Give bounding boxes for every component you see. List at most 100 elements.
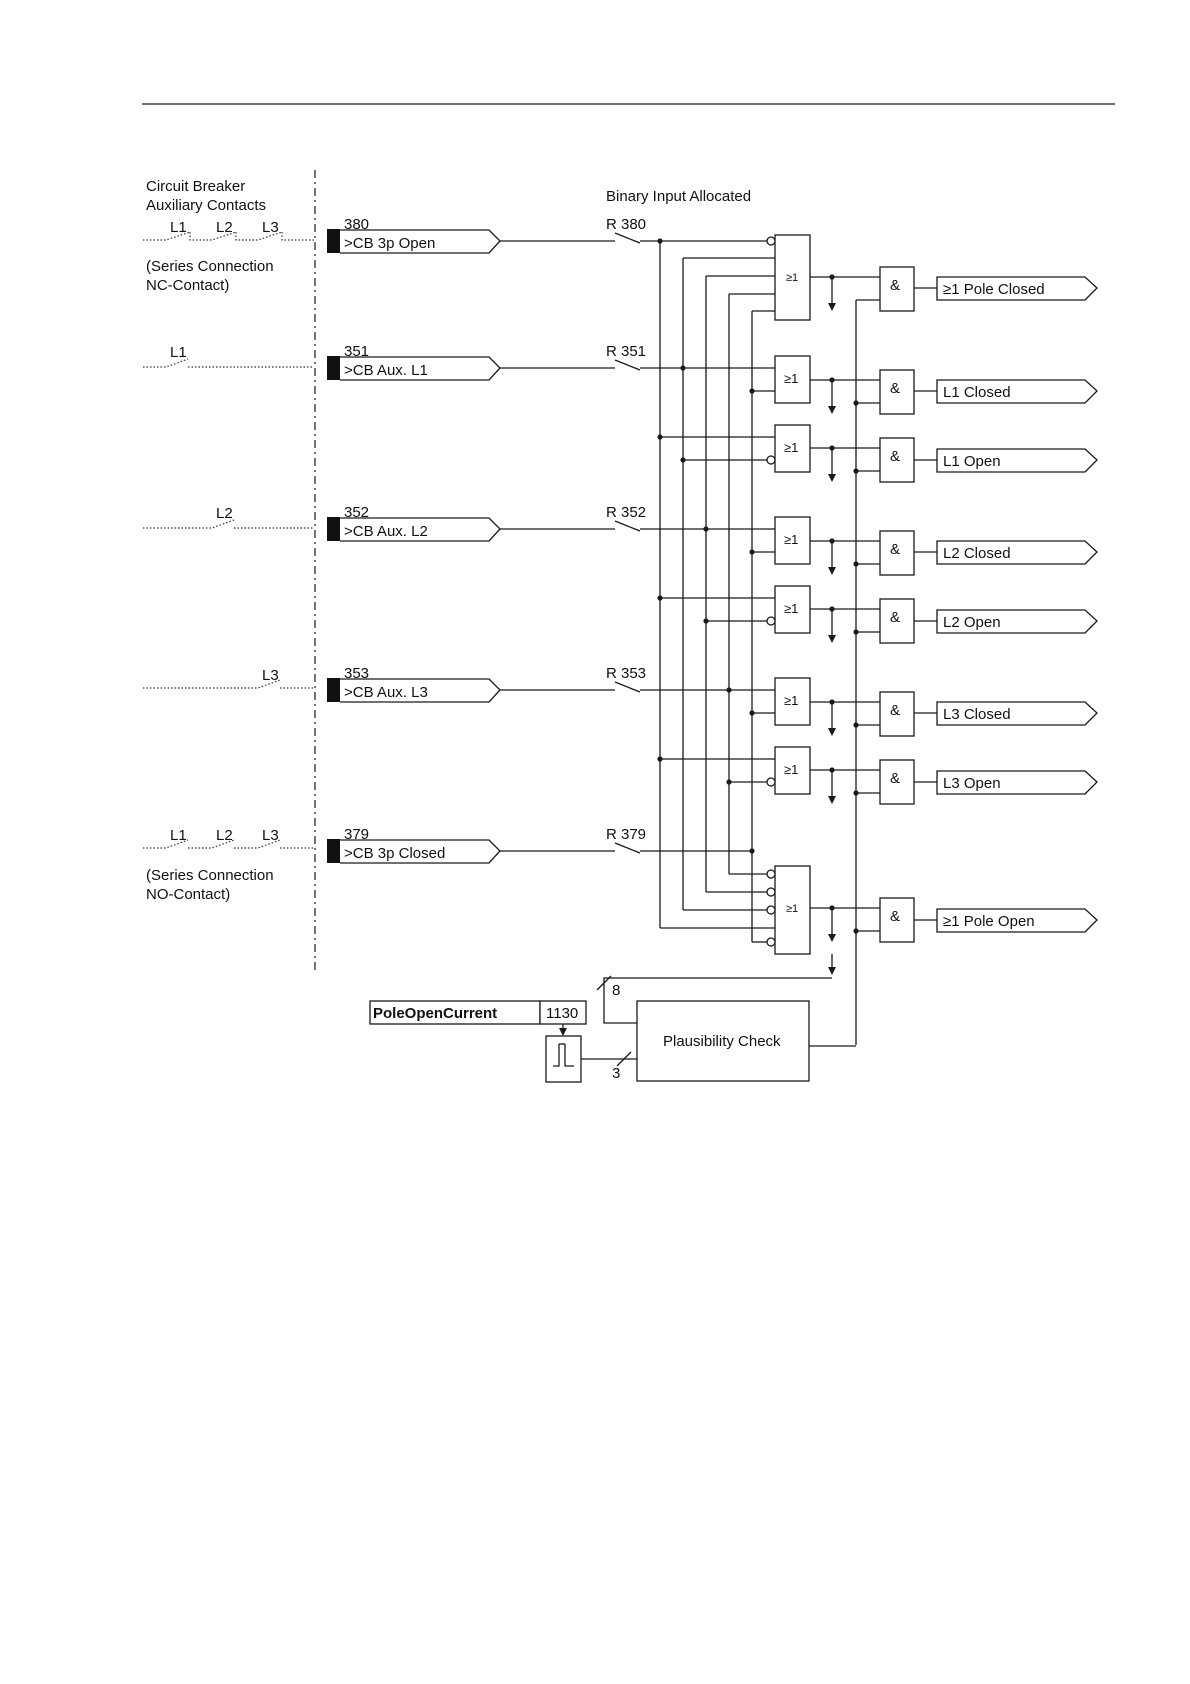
input-marker [327, 678, 340, 702]
or-gate-pole-open: ≥1 [660, 865, 880, 955]
inverter-bubble [766, 887, 776, 897]
inverter-bubble [766, 616, 776, 626]
output-l2-closed: & L2 Closed [879, 530, 1098, 576]
input-number: 379 [344, 826, 369, 843]
output-label: L2 Open [943, 614, 1001, 631]
l3-contact-label: L3 [262, 667, 279, 684]
threshold-icon [553, 1044, 574, 1067]
l2-contact-label: L2 [216, 505, 233, 522]
bus-width-top: 8 [612, 982, 620, 999]
inverter-bubble [766, 869, 776, 879]
input-marker [327, 229, 340, 253]
and-gate [879, 369, 915, 415]
inverter-bubble [766, 905, 776, 915]
no-l3-label: L3 [262, 827, 279, 844]
plausibility-section: 8 Plausibility Check PoleOpenCurrent 113… [369, 975, 856, 1083]
relay-contact [614, 842, 641, 854]
input-number: 352 [344, 504, 369, 521]
status-bus-8 [603, 977, 832, 1024]
output-label: ≥1 Pole Closed [943, 281, 1045, 298]
output-label: ≥1 Pole Open [943, 913, 1035, 930]
input-353: 353 >CB Aux. L3 R 353 [327, 665, 729, 703]
gate-symbol: & [890, 702, 900, 719]
output-l1-closed: & L1 Closed [879, 369, 1098, 415]
gate-symbol: ≥1 [784, 532, 798, 547]
nc-note-line1: (Series Connection [146, 258, 274, 275]
and-gate [879, 266, 915, 312]
input-marker [327, 839, 340, 863]
output-pole-open: & ≥1 Pole Open [879, 897, 1098, 943]
relay-contact [614, 681, 641, 693]
gate-symbol: & [890, 770, 900, 787]
output-l3-closed: & L3 Closed [879, 691, 1098, 737]
parameter-name: PoleOpenCurrent [373, 1005, 497, 1022]
input-351: 351 >CB Aux. L1 R 351 [327, 343, 683, 381]
input-number: 380 [344, 216, 369, 233]
l1-contact-label: L1 [170, 344, 187, 361]
signal-buses [659, 240, 775, 942]
l3-contact [143, 679, 314, 689]
relay-label: R 351 [606, 343, 646, 360]
inverter-bubble [766, 937, 776, 947]
and-gate [879, 897, 915, 943]
gate-symbol: & [890, 541, 900, 558]
input-name: >CB Aux. L3 [344, 684, 428, 701]
l2-contact [143, 519, 314, 529]
threshold-block [545, 1035, 582, 1083]
output-label: L1 Open [943, 453, 1001, 470]
output-label: L2 Closed [943, 545, 1011, 562]
or-gate-l3-open: ≥1 [660, 746, 880, 795]
input-name: >CB Aux. L1 [344, 362, 428, 379]
or-gate-pole-closed: ≥1 [766, 234, 880, 321]
panel-title-line1: Circuit Breaker [146, 178, 245, 195]
plausibility-check-block [636, 1000, 810, 1082]
gate-symbol: & [890, 277, 900, 294]
no-note-line2: NO-Contact) [146, 886, 230, 903]
or-gate-l1-open: ≥1 [660, 424, 880, 473]
output-label: L1 Closed [943, 384, 1011, 401]
gate-symbol: ≥1 [786, 903, 798, 915]
parameter-address: 1130 [546, 1005, 578, 1022]
inverter-bubble [766, 236, 776, 246]
gate-symbol: ≥1 [784, 601, 798, 616]
input-352: 352 >CB Aux. L2 R 352 [327, 504, 706, 542]
gate-symbol: ≥1 [784, 440, 798, 455]
output-l3-open: & L3 Open [879, 759, 1098, 805]
or-gate-l3-closed: ≥1 [729, 677, 880, 726]
or-gate-l2-closed: ≥1 [706, 516, 880, 565]
binary-input-header: Binary Input Allocated [606, 188, 751, 205]
plausibility-label: Plausibility Check [663, 1033, 781, 1050]
nc-l3-label: L3 [262, 219, 279, 236]
and-gate [879, 530, 915, 576]
gate-symbol: ≥1 [784, 693, 798, 708]
output-l1-open: & L1 Open [879, 437, 1098, 483]
nc-l2-label: L2 [216, 219, 233, 236]
inverter-bubble [766, 455, 776, 465]
output-label: L3 Closed [943, 706, 1011, 723]
output-pole-closed: & ≥1 Pole Closed [879, 266, 1098, 312]
inverter-bubble [766, 777, 776, 787]
gate-symbol: & [890, 380, 900, 397]
input-marker [327, 517, 340, 541]
input-number: 351 [344, 343, 369, 360]
gate-symbol: ≥1 [786, 272, 798, 284]
input-marker [327, 356, 340, 380]
relay-contact [614, 359, 641, 371]
or-gate-l2-open: ≥1 [660, 585, 880, 634]
no-note-line1: (Series Connection [146, 867, 274, 884]
output-label: L3 Open [943, 775, 1001, 792]
input-name: >CB Aux. L2 [344, 523, 428, 540]
panel-title-line2: Auxiliary Contacts [146, 197, 266, 214]
gate-output-taps [828, 274, 836, 975]
relay-label: R 352 [606, 504, 646, 521]
gate-symbol: & [890, 908, 900, 925]
nc-l1-label: L1 [170, 219, 187, 236]
relay-contact [614, 520, 641, 532]
input-name: >CB 3p Closed [344, 845, 445, 862]
no-l1-label: L1 [170, 827, 187, 844]
gate-symbol: ≥1 [784, 762, 798, 777]
nc-note-line2: NC-Contact) [146, 277, 229, 294]
input-379: 379 >CB 3p Closed R 379 [327, 826, 752, 864]
relay-label: R 353 [606, 665, 646, 682]
input-name: >CB 3p Open [344, 235, 435, 252]
